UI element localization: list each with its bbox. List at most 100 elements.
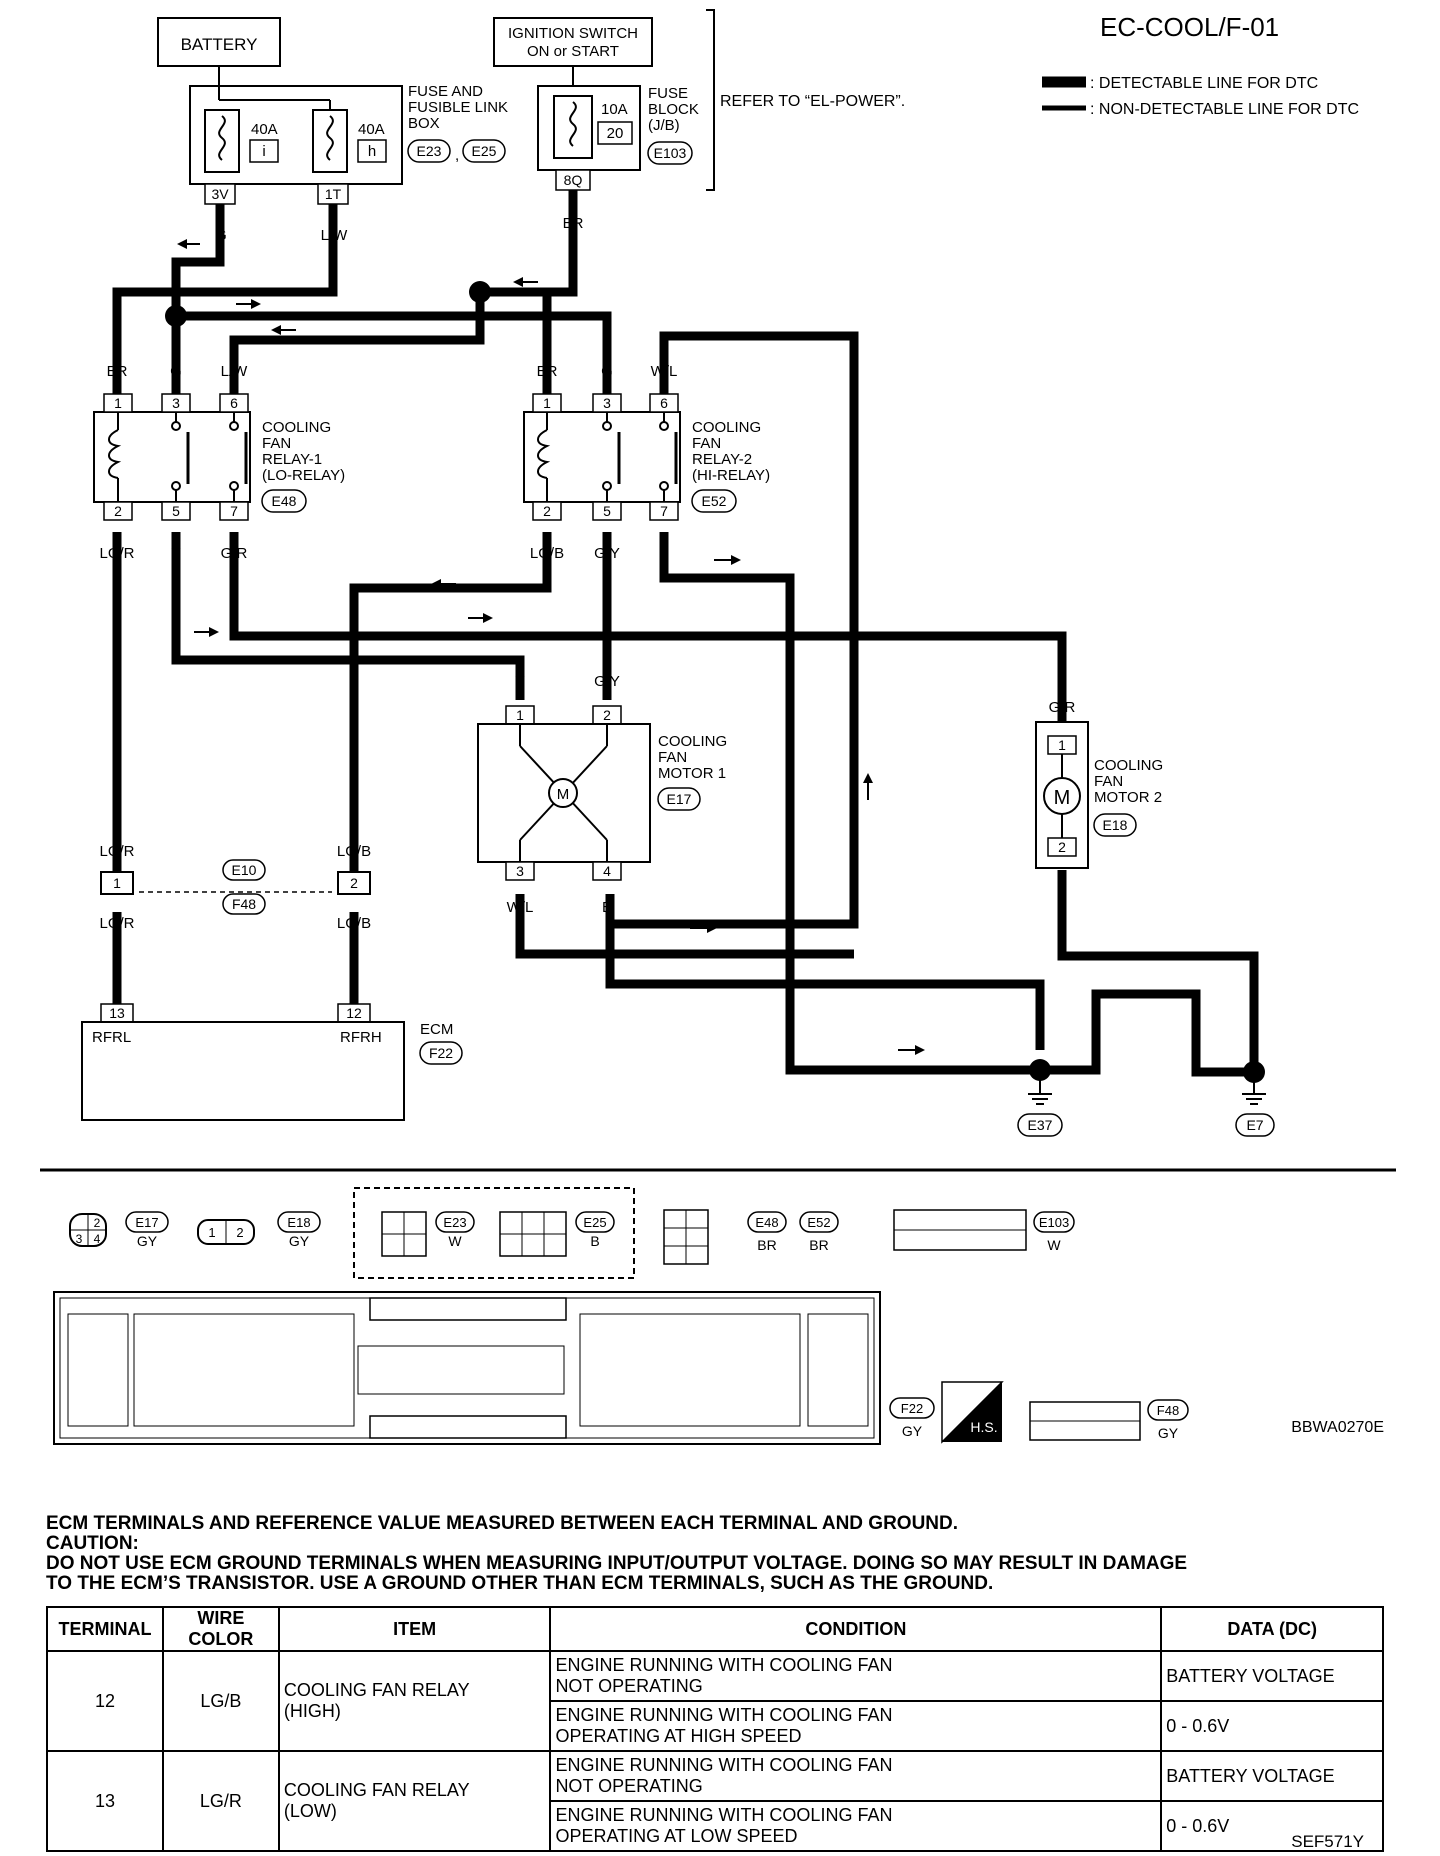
svg-text:2: 2 xyxy=(236,1225,243,1240)
reference-heading: ECM TERMINALS AND REFERENCE VALUE MEASUR… xyxy=(46,1513,959,1534)
connector-e18-tag: E18 xyxy=(1103,817,1128,833)
svg-text:B: B xyxy=(1191,1017,1201,1034)
connector-e103-tag: E103 xyxy=(654,145,687,161)
svg-text:COOLING: COOLING xyxy=(262,419,331,436)
svg-text:H.S.: H.S. xyxy=(970,1419,997,1435)
svg-text:FUSIBLE LINK: FUSIBLE LINK xyxy=(408,99,508,116)
connector-f22-tag: F22 xyxy=(429,1045,453,1061)
cell-wire: LG/R xyxy=(161,1750,280,1852)
svg-text:E25: E25 xyxy=(583,1215,606,1230)
svg-text:IGNITION SWITCH: IGNITION SWITCH xyxy=(508,25,638,42)
svg-text:h: h xyxy=(368,143,376,160)
svg-text:LG/B: LG/B xyxy=(337,843,371,860)
svg-text:BR: BR xyxy=(107,363,128,380)
svg-text:ECM: ECM xyxy=(420,1021,453,1038)
svg-text:40A: 40A xyxy=(251,121,278,138)
legend: : DETECTABLE LINE FOR DTC : NON-DETECTAB… xyxy=(1042,75,1359,118)
fuse-block-jb: 10A 20 8Q FUSE BLOCK (J/B) E103 xyxy=(537,66,699,191)
fuse-40a-i: 40A i xyxy=(204,109,279,173)
ecm: 13 12 RFRL RFRH ECM F22 xyxy=(81,1003,463,1121)
svg-text:LG/B: LG/B xyxy=(530,545,564,562)
col-item: ITEM xyxy=(277,1606,552,1652)
svg-text:1: 1 xyxy=(516,707,524,723)
svg-text:2: 2 xyxy=(543,503,551,519)
svg-text:G/Y: G/Y xyxy=(594,545,620,562)
connector-e48-tag: E48 xyxy=(272,493,297,509)
svg-text:1: 1 xyxy=(1058,737,1066,753)
svg-text:ON or START: ON or START xyxy=(527,43,619,60)
caution-text-1: DO NOT USE ECM GROUND TERMINALS WHEN MEA… xyxy=(46,1553,1188,1574)
cooling-fan-relay-1: 1 3 6 2 5 7 COOLING FAN RELAY-1 (LO-RELA… xyxy=(93,393,345,521)
wire-network xyxy=(112,190,1259,1077)
ecm-reference-table: TERMINAL WIRE COLOR ITEM CONDITION DATA … xyxy=(46,1606,1384,1852)
svg-text:5: 5 xyxy=(603,503,611,519)
diagram-code: BBWA0270E xyxy=(1291,1419,1384,1436)
svg-text:(LO-RELAY): (LO-RELAY) xyxy=(262,467,345,484)
table-row: 13 LG/R COOLING FAN RELAY(LOW) ENGINE RU… xyxy=(46,1750,1384,1852)
svg-text:RFRH: RFRH xyxy=(340,1029,382,1046)
svg-text:G: G xyxy=(170,363,182,380)
svg-text:7: 7 xyxy=(230,503,238,519)
svg-text:20: 20 xyxy=(607,125,624,142)
svg-text:12: 12 xyxy=(346,1005,362,1021)
svg-text:GY: GY xyxy=(289,1233,310,1249)
connector-e23-tag: E23 xyxy=(417,143,442,159)
connector-view-e103: E103 W xyxy=(893,1209,1075,1253)
connector-view-e48-e52: E48 BR E52 BR xyxy=(663,1209,839,1265)
svg-text:(HI-RELAY): (HI-RELAY) xyxy=(692,467,770,484)
svg-text:3: 3 xyxy=(603,395,611,411)
col-terminal: TERMINAL xyxy=(46,1606,164,1652)
cell-data: BATTERY VOLTAGE xyxy=(1160,1650,1384,1702)
ground-e7: E7 xyxy=(1235,1082,1275,1137)
svg-text:5: 5 xyxy=(172,503,180,519)
svg-text:3: 3 xyxy=(172,395,180,411)
battery: BATTERY xyxy=(157,17,281,67)
cell-wire: LG/B xyxy=(161,1650,280,1752)
svg-text:4: 4 xyxy=(603,863,611,879)
flow-arrows xyxy=(177,239,925,1055)
svg-text:6: 6 xyxy=(230,395,238,411)
col-condition: CONDITION xyxy=(549,1606,1163,1652)
svg-text:W: W xyxy=(1047,1237,1061,1253)
footer-code: SEF571Y xyxy=(1291,1832,1364,1851)
cooling-fan-motor-1: Y G/Y 1 2 3 4 M COOLING FAN MOTOR 1 E17 … xyxy=(477,673,727,916)
svg-text:RELAY-2: RELAY-2 xyxy=(692,451,752,468)
svg-text:2: 2 xyxy=(114,503,122,519)
connector-view-f22: F22 GY xyxy=(53,1291,935,1445)
svg-text:FUSE AND: FUSE AND xyxy=(408,83,483,100)
cooling-fan-motor-2: G/R 1 M 2 COOLING FAN MOTOR 2 E18 B xyxy=(1035,699,1163,896)
connector-group-frame xyxy=(353,1187,635,1279)
svg-text:B: B xyxy=(1249,1017,1259,1034)
table-header-row: TERMINAL WIRE COLOR ITEM CONDITION DATA … xyxy=(46,1606,1384,1652)
svg-text:1: 1 xyxy=(543,395,551,411)
splice-point xyxy=(1029,1059,1051,1081)
svg-text:W/L: W/L xyxy=(651,363,678,380)
svg-text:COOLING: COOLING xyxy=(658,733,727,750)
cell-data: 0 - 0.6V xyxy=(1160,1800,1384,1852)
ground-e37: E37 xyxy=(1017,1080,1063,1137)
refer-bracket xyxy=(706,9,715,191)
svg-text:3: 3 xyxy=(516,863,524,879)
svg-text:7: 7 xyxy=(660,503,668,519)
svg-text:E17: E17 xyxy=(135,1215,158,1230)
legend-detectable: : DETECTABLE LINE FOR DTC xyxy=(1090,75,1318,92)
connector-view-e23: E23 W xyxy=(381,1211,475,1257)
caution-text-2: TO THE ECM’S TRANSISTOR. USE A GROUND OT… xyxy=(46,1573,994,1594)
svg-text:MOTOR 1: MOTOR 1 xyxy=(658,765,726,782)
connector-e25-tag: E25 xyxy=(472,143,497,159)
svg-text:E52: E52 xyxy=(807,1215,830,1230)
svg-text:BR: BR xyxy=(537,363,558,380)
svg-text:2: 2 xyxy=(603,707,611,723)
svg-text:10A: 10A xyxy=(601,101,628,118)
svg-text:Y: Y xyxy=(515,673,525,690)
svg-text:GY: GY xyxy=(137,1233,158,1249)
svg-text:40A: 40A xyxy=(358,121,385,138)
page-id: EC-COOL/F-01 xyxy=(1100,12,1279,42)
svg-text:1: 1 xyxy=(114,395,122,411)
svg-text:BOX: BOX xyxy=(408,115,440,132)
terminal-8q: 8Q xyxy=(564,172,583,188)
svg-text:FAN: FAN xyxy=(692,435,721,452)
